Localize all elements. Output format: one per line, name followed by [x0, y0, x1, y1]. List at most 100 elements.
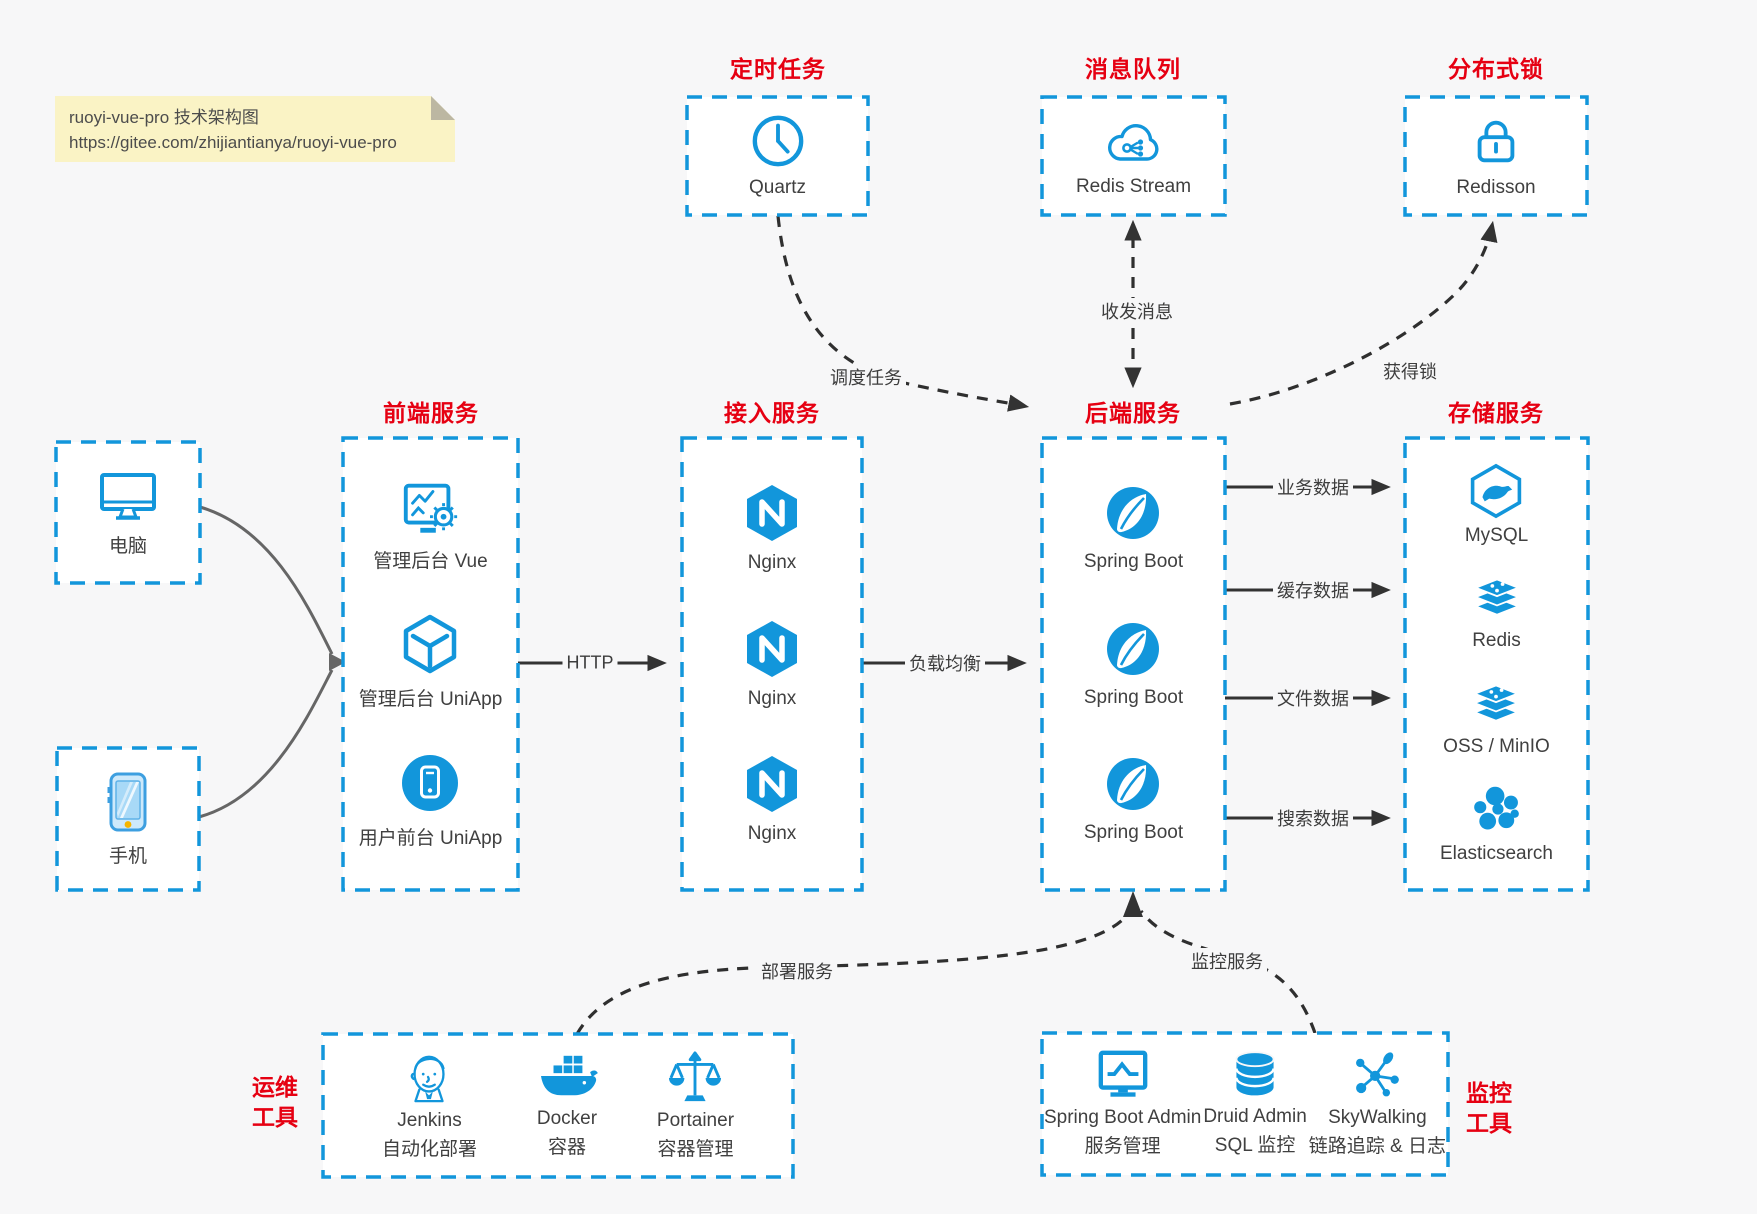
- title-message-queue: 消息队列: [1085, 56, 1181, 82]
- storage-item-elasticsearch: Elasticsearch: [1440, 783, 1553, 865]
- edge-label-search-data: 搜索数据: [1273, 805, 1353, 831]
- edge-label-file-data: 文件数据: [1273, 685, 1353, 711]
- box-storage: [1403, 436, 1590, 892]
- backend-item-spring-3: Spring Boot: [1084, 755, 1183, 844]
- skywalking-network-icon: [1350, 1048, 1404, 1102]
- quartz-label: Quartz: [748, 177, 807, 198]
- edge-acquire-lock: [1229, 220, 1498, 406]
- admin-dashboard-icon: [399, 479, 461, 537]
- elasticsearch-label: Elasticsearch: [1440, 842, 1553, 864]
- mobile-app-circle-icon: [399, 752, 461, 814]
- tool-name: Jenkins: [397, 1109, 462, 1131]
- edge-label-message: 收发消息: [1097, 298, 1177, 324]
- tool-name: Spring Boot Admin: [1043, 1107, 1202, 1129]
- storage-item-mysql: MySQL: [1465, 463, 1528, 547]
- edge-label-schedule: 调度任务: [826, 364, 906, 390]
- nginx-label: Nginx: [747, 823, 797, 845]
- tool-name: Portainer: [656, 1109, 735, 1131]
- redis-label: Redis: [1472, 630, 1521, 652]
- redis-stack-icon: [1470, 572, 1524, 624]
- frontend-item-user-uniapp: 用户前台 UniApp: [358, 752, 503, 850]
- desktop-icon: [97, 467, 159, 523]
- storage-item-oss-minio: OSS / MinIO: [1443, 678, 1550, 758]
- monitor-tools-title-line2: 工具: [1466, 1110, 1512, 1136]
- backend-item-spring-1: Spring Boot: [1084, 484, 1183, 573]
- elasticsearch-icon: [1470, 783, 1524, 837]
- sticky-note: ruoyi-vue-pro 技术架构图 https://gitee.com/zh…: [55, 96, 455, 162]
- edge-pc-to-frontend: [199, 505, 334, 655]
- edge-phone-to-frontend: [198, 669, 334, 819]
- nginx-icon: [743, 754, 801, 814]
- tool-name: Druid Admin: [1203, 1106, 1307, 1128]
- mysql-label: MySQL: [1464, 525, 1529, 547]
- group-gateway: Nginx Nginx Nginx: [682, 438, 862, 890]
- spring-boot-icon: [1104, 620, 1162, 678]
- group-redis-stream: Redis Stream: [1042, 97, 1225, 215]
- spring-boot-label: Spring Boot: [1083, 551, 1184, 573]
- tool-desc: SQL 监控: [1214, 1135, 1296, 1156]
- arrowhead-frontend: [329, 653, 346, 671]
- oss-minio-label: OSS / MinIO: [1443, 735, 1550, 757]
- cloud-stream-icon: [1101, 114, 1167, 168]
- pc-label: 电脑: [108, 536, 147, 557]
- edge-deploy: [575, 913, 1130, 1035]
- oss-stack-icon: [1469, 678, 1523, 730]
- tool-desc: 自动化部署: [381, 1138, 477, 1160]
- frontend-item-label: 管理后台 UniApp: [358, 689, 503, 710]
- group-storage: MySQL Redis: [1405, 438, 1588, 890]
- spring-boot-label: Spring Boot: [1083, 686, 1184, 708]
- note-url: https://gitee.com/zhijiantianya/ruoyi-vu…: [69, 133, 397, 152]
- title-frontend: 前端服务: [383, 400, 479, 426]
- ops-tools-title-line2: 工具: [252, 1104, 298, 1130]
- client-phone: 手机: [57, 748, 199, 890]
- spring-boot-label: Spring Boot: [1083, 821, 1184, 843]
- uniapp-cube-icon: [399, 613, 461, 675]
- nginx-icon: [743, 619, 801, 679]
- box-ops-tools: [321, 1032, 795, 1179]
- monitor-tools-side-title: 监控 工具: [1458, 1078, 1520, 1138]
- tool-portainer: Portainer 容器管理: [657, 1049, 734, 1162]
- group-monitor-tools: Spring Boot Admin 服务管理 Druid Admin SQL 监…: [1042, 1033, 1448, 1175]
- nginx-icon: [743, 483, 801, 543]
- nginx-label: Nginx: [747, 687, 797, 709]
- portainer-scales-icon: [668, 1049, 722, 1105]
- ops-tools-side-title: 运维 工具: [244, 1072, 306, 1132]
- monitor-chart-icon: [1094, 1048, 1152, 1102]
- ops-tools-title-line1: 运维: [252, 1074, 298, 1100]
- frontend-item-label: 用户前台 UniApp: [358, 827, 503, 849]
- title-gateway: 接入服务: [724, 400, 820, 426]
- docker-icon: [536, 1051, 598, 1103]
- storage-item-redis: Redis: [1470, 572, 1524, 652]
- edge-label-monitor: 监控服务: [1187, 948, 1267, 974]
- tool-skywalking: SkyWalking 链路追踪 & 日志: [1309, 1048, 1446, 1159]
- title-backend: 后端服务: [1085, 400, 1181, 426]
- nginx-label: Nginx: [747, 551, 797, 573]
- title-storage: 存储服务: [1448, 400, 1544, 426]
- box-phone: [55, 746, 201, 892]
- edge-label-business-data: 业务数据: [1273, 474, 1353, 500]
- group-backend: Spring Boot Spring Boot Spring Boot: [1042, 438, 1225, 890]
- gateway-item-nginx-2: Nginx: [743, 619, 801, 710]
- monitor-tools-title-line1: 监控: [1466, 1080, 1512, 1106]
- edge-label-lock: 获得锁: [1379, 358, 1441, 384]
- note-title: ruoyi-vue-pro 技术架构图: [69, 108, 259, 127]
- jenkins-icon: [402, 1049, 456, 1105]
- group-ops-tools: Jenkins 自动化部署 Docker 容器: [323, 1034, 793, 1177]
- arrowhead-backend-bottom: [1123, 891, 1143, 917]
- tool-desc: 容器: [547, 1136, 586, 1158]
- group-frontend: 管理后台 Vue 管理后台 UniApp 用户前台 UniApp: [343, 438, 518, 890]
- edge-label-cache-data: 缓存数据: [1273, 577, 1353, 603]
- tool-desc: 服务管理: [1084, 1136, 1161, 1157]
- redisson-label: Redisson: [1456, 177, 1536, 198]
- note-fold-icon: [431, 96, 455, 120]
- edge-label-load-balance: 负载均衡: [905, 650, 985, 676]
- spring-boot-icon: [1104, 755, 1162, 813]
- lock-icon: [1469, 113, 1523, 169]
- backend-item-spring-2: Spring Boot: [1084, 620, 1183, 709]
- database-icon: [1229, 1049, 1281, 1101]
- redis-stream-label: Redis Stream: [1075, 176, 1192, 197]
- tool-spring-boot-admin: Spring Boot Admin 服务管理: [1044, 1048, 1201, 1159]
- tool-druid-admin: Druid Admin SQL 监控: [1203, 1049, 1307, 1158]
- mysql-icon: [1469, 463, 1523, 519]
